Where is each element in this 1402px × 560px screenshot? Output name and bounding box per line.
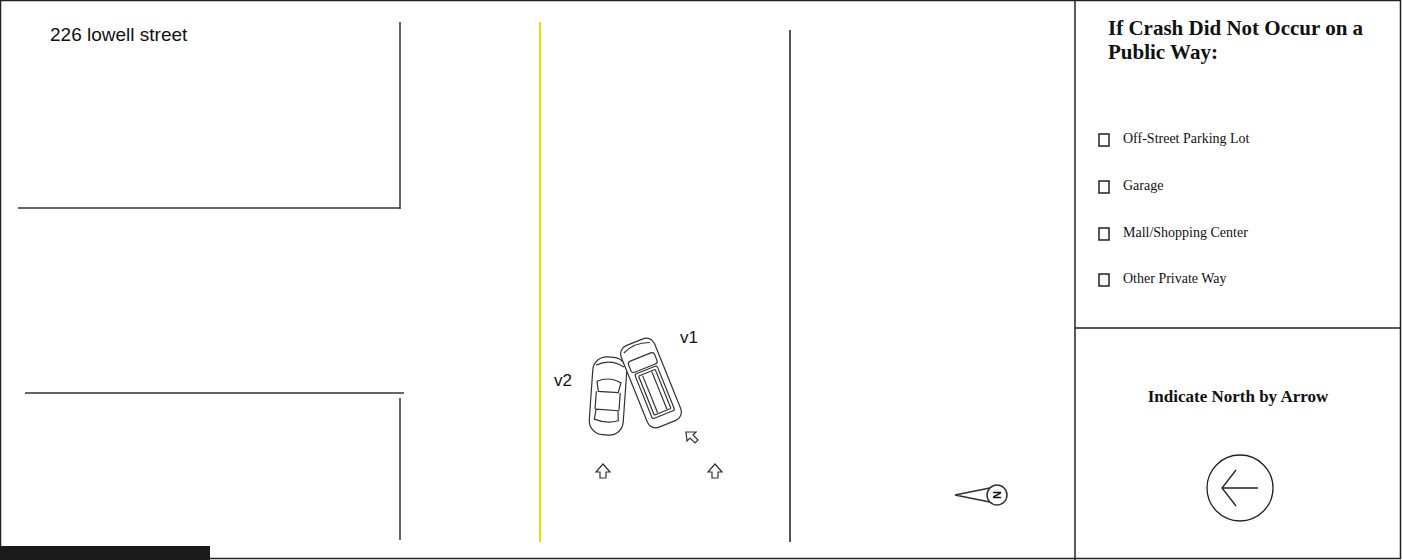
north-indicator-box: Indicate North by Arrow	[1075, 328, 1401, 559]
checkbox-option: Garage	[1123, 178, 1163, 194]
vehicle-label: v1	[680, 328, 698, 348]
checkbox-option: Off-Street Parking Lot	[1123, 131, 1250, 147]
north-letter: N	[991, 491, 1003, 499]
checkbox-option: Other Private Way	[1123, 271, 1227, 287]
checkbox-option: Mall/Shopping Center	[1123, 225, 1248, 241]
vehicle-label: v2	[554, 371, 572, 391]
box-heading: Indicate North by Arrow	[1148, 387, 1329, 407]
address-label: 226 lowell street	[50, 24, 187, 46]
location-type-box: If Crash Did Not Occur on a Public Way: O…	[1075, 0, 1401, 328]
box-heading: If Crash Did Not Occur on a Public Way:	[1108, 16, 1378, 64]
